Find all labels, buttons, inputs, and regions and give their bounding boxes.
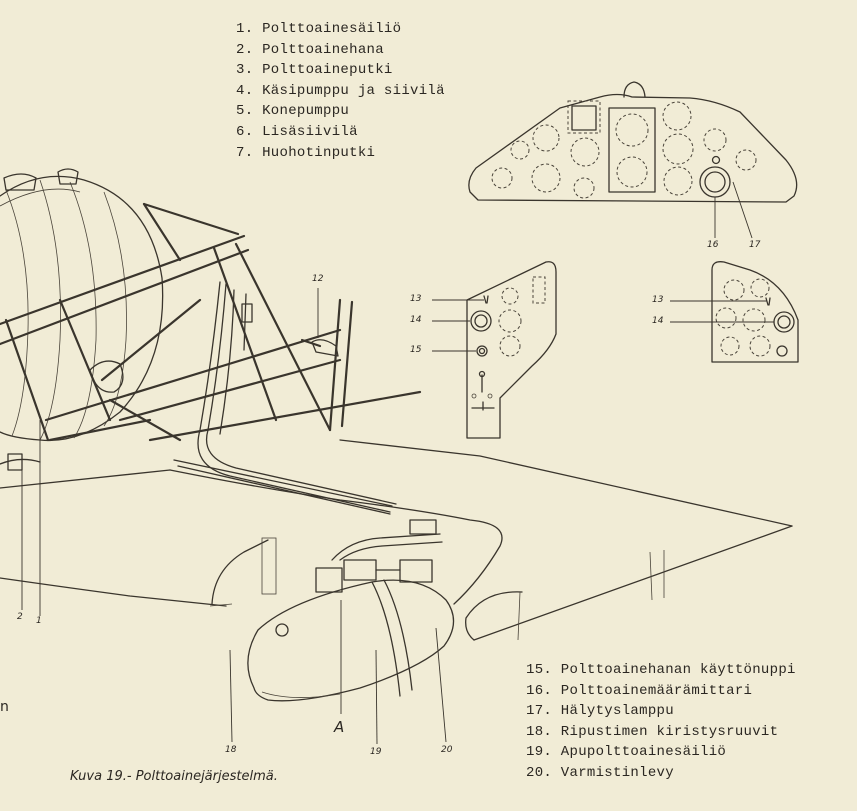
instrument-panel bbox=[468, 81, 798, 239]
legend-bottom: 15. Polttoainehanan käyttönuppi 16. Polt… bbox=[526, 660, 796, 784]
legend-top: 1. Polttoainesäiliö 2. Polttoainehana 3.… bbox=[236, 19, 445, 163]
legend-item: 20. Varmistinlevy bbox=[526, 764, 674, 781]
callout-16: 16 bbox=[707, 240, 719, 250]
callout-19: 19 bbox=[370, 747, 382, 757]
auxiliary-tank bbox=[229, 519, 455, 745]
view-letter-a: A bbox=[334, 718, 345, 736]
legend-item: 2. Polttoainehana bbox=[236, 41, 384, 58]
legend-item: 5. Konepumppu bbox=[236, 103, 350, 120]
right-side-panel bbox=[670, 261, 799, 363]
edge-letter: n bbox=[0, 699, 9, 715]
legend-item: 6. Lisäsiivilä bbox=[236, 123, 358, 140]
callout-13-left: 13 bbox=[410, 294, 422, 304]
legend-item: 1. Polttoainesäiliö bbox=[236, 21, 402, 37]
left-side-panel bbox=[432, 261, 557, 439]
callout-2: 2 bbox=[17, 612, 23, 622]
callout-20: 20 bbox=[441, 745, 453, 755]
callout-14-left: 14 bbox=[410, 315, 422, 325]
callout-1: 1 bbox=[36, 616, 42, 626]
legend-item: 15. Polttoainehanan käyttönuppi bbox=[526, 662, 796, 678]
legend-item: 18. Ripustimen kiristysruuvit bbox=[526, 723, 779, 740]
callout-17: 17 bbox=[749, 240, 761, 250]
legend-item: 4. Käsipumppu ja siivilä bbox=[236, 82, 445, 99]
callout-18: 18 bbox=[225, 745, 237, 755]
legend-item: 3. Polttoaineputki bbox=[236, 62, 393, 79]
callout-13-right: 13 bbox=[652, 295, 664, 305]
callout-15: 15 bbox=[410, 345, 422, 355]
fuselage-frame bbox=[0, 168, 422, 616]
legend-item: 16. Polttoainemäärämittari bbox=[526, 682, 753, 699]
callout-12: 12 bbox=[312, 274, 324, 284]
legend-item: 19. Apupolttoainesäiliö bbox=[526, 744, 727, 761]
legend-item: 17. Hälytyslamppu bbox=[526, 703, 674, 720]
wing bbox=[0, 439, 793, 641]
legend-item: 7. Huohotinputki bbox=[236, 144, 376, 161]
figure-caption: Kuva 19.- Polttoainejärjestelmä. bbox=[70, 769, 278, 784]
callout-14-right: 14 bbox=[652, 316, 664, 326]
